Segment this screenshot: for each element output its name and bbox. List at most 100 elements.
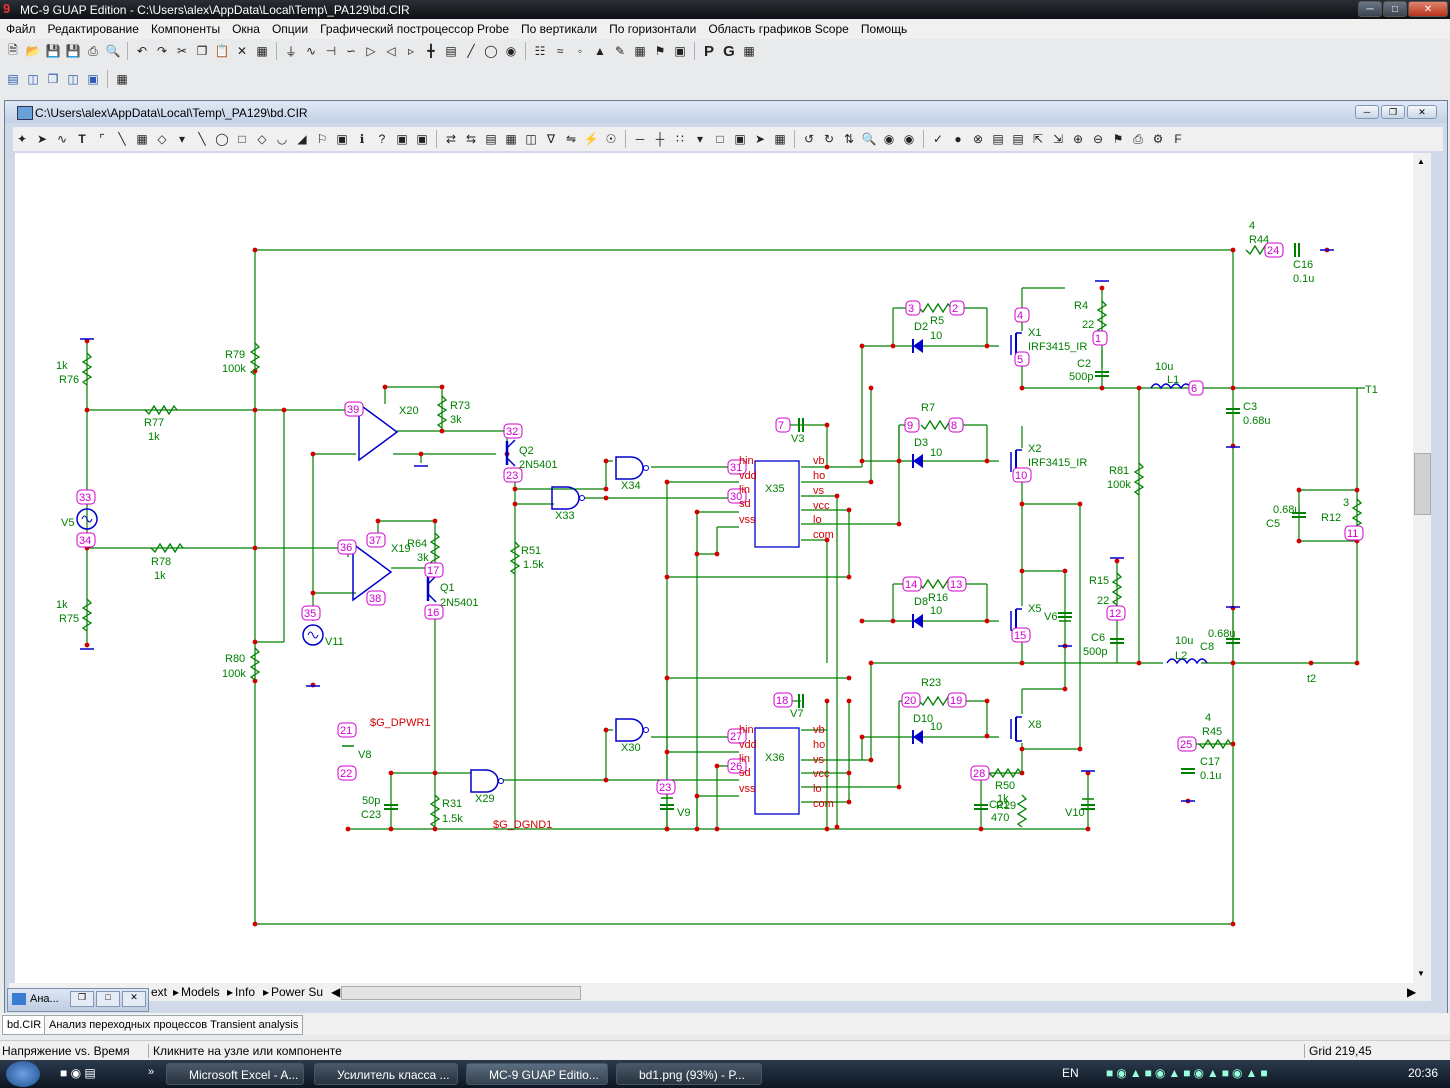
waveform-icon[interactable]: ≈ [556,44,564,58]
current-icon[interactable]: ⇋ [565,132,577,146]
menu-edit[interactable]: Редактирование [47,22,139,36]
tile-horizontal-icon[interactable]: ▤ [7,72,19,86]
quick-launch-icons[interactable]: ■ ◉ ▤ [60,1066,96,1080]
find-icon[interactable]: 🔍 [861,132,877,146]
horizontal-wire-icon[interactable]: ─ [635,132,645,146]
pin-connections-icon[interactable]: ◫ [525,132,537,146]
pin-icon[interactable]: ▲ [594,44,606,58]
window-icon[interactable]: ▣ [87,72,99,86]
cascade-icon[interactable]: ❐ [47,72,59,86]
wire-ortho-icon[interactable]: ⌜ [99,132,105,146]
rectangle-icon[interactable]: □ [238,132,246,146]
dropdown2-icon[interactable]: ▾ [696,132,704,146]
select-all-icon[interactable]: ▦ [256,44,268,58]
flag-tool-icon[interactable]: ⚐ [316,132,328,146]
vertical-scrollbar[interactable]: ▲ ▼ [1413,153,1431,985]
inner-restore-button[interactable]: ❐ [1381,105,1405,119]
node-numbers-icon[interactable]: ◦ [577,44,583,58]
source-icon[interactable]: ◯ [484,44,498,58]
select-mode-icon[interactable]: ✦ [16,132,28,146]
resistor-icon[interactable]: ∿ [305,44,317,58]
color-icon[interactable]: ▣ [416,132,428,146]
rotate-back-icon[interactable]: ↻ [823,132,835,146]
menu-probe[interactable]: Графический построцессор Probe [320,22,510,36]
attribute-icon[interactable]: ▦ [505,132,517,146]
properties-icon[interactable]: ▦ [774,132,786,146]
transistor-icon[interactable]: ▹ [407,44,415,58]
flag-icon[interactable]: ⚑ [654,44,666,58]
maximize-button[interactable]: □ [1383,1,1407,17]
probe-icon[interactable]: ◉ [505,44,517,58]
diode-icon[interactable]: ▷ [366,44,376,58]
cancel-icon[interactable]: ⊗ [972,132,984,146]
save-icon[interactable]: 💾 [45,44,61,58]
stop-icon[interactable]: ● [954,132,962,146]
cut-icon[interactable]: ✂ [176,44,188,58]
component-list-icon[interactable]: ☷ [534,44,546,58]
info-tool-icon[interactable]: ℹ [359,132,365,146]
vertical-scroll-thumb[interactable] [1414,453,1431,515]
scroll-down-icon[interactable]: ▼ [1417,969,1425,978]
binoculars-icon[interactable]: ◉ [883,132,895,146]
scroll-left-icon[interactable]: ◀ [331,985,341,999]
cross-icon[interactable]: ┼ [655,132,665,146]
menu-file[interactable]: Файл [6,22,36,36]
scroll-right-icon[interactable]: ▶ [1407,985,1417,999]
save-all-icon[interactable]: 💾 [65,44,81,58]
function-icon[interactable]: F [1174,132,1182,146]
flip-icon[interactable]: ⇄ [445,132,457,146]
diamond-icon[interactable]: ◇ [257,132,267,146]
wire-icon[interactable]: ∿ [56,132,68,146]
calculator-icon[interactable]: ▦ [116,72,128,86]
diagonal-wire-icon[interactable]: ╲ [118,132,126,146]
edit-icon[interactable]: ✎ [614,44,626,58]
pointer-icon[interactable]: ➤ [36,132,48,146]
inner-minimize-button[interactable]: ─ [1355,105,1379,119]
split-icon[interactable]: ◫ [67,72,79,86]
minimized-restore-button[interactable]: ❐ [70,991,94,1007]
tab-power-supply[interactable]: Power Su [271,985,324,999]
tab-text[interactable]: ext [151,985,168,999]
close-button[interactable]: ✕ [1408,1,1448,17]
tray-icons[interactable]: ■◉▲■◉▲■◉▲■◉▲■ [1106,1066,1271,1080]
horizontal-scroll-thumb[interactable] [341,986,581,1000]
inductor-icon[interactable]: ∽ [345,44,357,58]
menu-horizontal[interactable]: По горизонтали [609,22,697,36]
zoom-out-icon[interactable]: ⊖ [1092,132,1104,146]
task-paint[interactable]: bd1.png (93%) - P... [616,1063,762,1085]
info-icon[interactable]: ▦ [136,132,148,146]
minimize-button[interactable]: ─ [1358,1,1382,17]
start-button[interactable] [6,1061,40,1087]
battery-icon[interactable]: ▤ [445,44,457,58]
tab-info[interactable]: Info [235,985,256,999]
cursor-icon[interactable]: ➤ [754,132,766,146]
binoculars2-icon[interactable]: ◉ [903,132,915,146]
help-tool-icon[interactable]: ? [378,132,386,146]
snap-icon[interactable]: ▣ [396,132,408,146]
minimized-analysis-window[interactable]: Ана... ❐ □ ✕ [7,988,149,1012]
paste-icon[interactable]: 📋 [214,44,230,58]
inner-close-button[interactable]: ✕ [1407,105,1437,119]
copy-icon[interactable]: ❐ [196,44,208,58]
zener-icon[interactable]: ◁ [386,44,396,58]
ground-icon[interactable]: ⏚ [284,44,297,59]
scroll-up-icon[interactable]: ▲ [1417,157,1425,166]
table-icon[interactable]: ▦ [743,44,755,58]
minimized-maximize-button[interactable]: □ [96,991,120,1007]
box2-icon[interactable]: ▣ [734,132,746,146]
schematic-drawing[interactable]: 4R4424C160.1uR4221C2500p3R52D2104X1IRF34… [15,153,1413,985]
box-icon[interactable]: □ [716,132,724,146]
plot-icon[interactable]: ▣ [674,44,686,58]
switch-icon[interactable]: ╱ [467,44,475,58]
menu-components[interactable]: Компоненты [150,22,221,36]
print-preview-icon[interactable]: 🔍 [105,44,121,58]
zoom-in-icon[interactable]: ⊕ [1072,132,1084,146]
task-mc9[interactable]: MC-9 GUAP Editio... [466,1063,608,1085]
text-box-icon[interactable]: ▤ [485,132,497,146]
capacitor-icon[interactable]: ⊣ [325,44,337,58]
quick-launch-more-icon[interactable]: » [148,1066,155,1078]
dot-grid-icon[interactable]: ∷ [676,132,684,146]
language-indicator[interactable]: EN [1062,1066,1079,1080]
expand-icon[interactable]: ⇱ [1032,132,1044,146]
collapse-icon[interactable]: ⇲ [1052,132,1064,146]
